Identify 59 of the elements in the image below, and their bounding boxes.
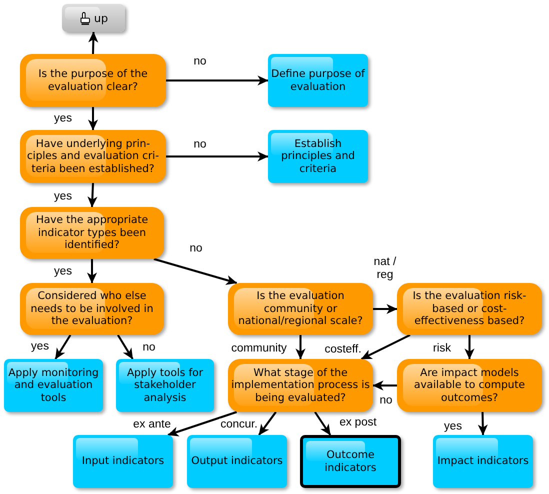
- arrow: [87, 182, 98, 208]
- arrow: [154, 258, 238, 285]
- question-text: Considered who else needs to be involved in the evaluation?: [30, 290, 154, 328]
- edge-label: ex ante: [132, 418, 172, 432]
- up-button: up: [62, 4, 125, 32]
- decision-box: [228, 359, 373, 412]
- decision-box: [228, 283, 373, 335]
- action-text: Outcome indicators: [324, 449, 378, 474]
- action-box: [116, 359, 214, 412]
- arrow: [87, 259, 97, 284]
- question-text: Have the appropriate indicator types been identified?: [34, 214, 150, 252]
- question-text: Is the evaluation community or national/regional scale?: [237, 290, 364, 328]
- question-text: Is the purpose of the evaluation clear?: [37, 68, 149, 93]
- action-text: Apply tools for stakeholder analysis: [126, 366, 204, 404]
- edge-label: yes: [53, 266, 73, 278]
- arrow: [373, 304, 398, 314]
- arrow: [166, 152, 268, 162]
- edge-label: community: [230, 342, 288, 356]
- edge-label: yes: [53, 190, 73, 204]
- arrow: [54, 334, 72, 360]
- decision-box: [397, 359, 542, 412]
- action-box: [73, 435, 173, 488]
- action-box: [268, 54, 368, 107]
- decision-box: [20, 283, 164, 335]
- arrow: [88, 32, 98, 54]
- action-box: [433, 435, 533, 488]
- arrow: [296, 335, 306, 360]
- arrow: [168, 411, 238, 436]
- action-box: [300, 435, 401, 488]
- action-text: Define purpose of evaluation: [271, 68, 365, 93]
- edge-label: ex post: [338, 416, 378, 430]
- arrow: [478, 412, 488, 436]
- arrow: [166, 76, 268, 86]
- edge-label: yes: [30, 340, 50, 354]
- edge-label: yes: [53, 112, 73, 126]
- decision-box: [20, 130, 166, 183]
- action-box: [187, 435, 287, 488]
- decision-box: [397, 283, 542, 335]
- question-text: Have underlying prin-ciples and evaluation cri-teria been established?: [26, 138, 160, 176]
- action-text: Output indicators: [191, 455, 283, 468]
- arrow: [88, 107, 98, 130]
- arrow: [360, 334, 410, 360]
- arrow: [117, 334, 134, 360]
- action-box: [4, 359, 103, 412]
- question-text: What stage of the implementation process is being evaluated?: [231, 366, 370, 404]
- action-text: Establish principles and criteria: [280, 138, 356, 176]
- decision-box: [20, 207, 164, 259]
- action-text: Input indicators: [82, 455, 164, 468]
- question-text: Is the evaluation risk-based or cost-effectiveness based?: [412, 290, 528, 328]
- action-box: [268, 130, 368, 183]
- action-text: Impact indicators: [437, 455, 529, 468]
- question-text: Are impact models available to compute outcomes?: [413, 366, 526, 404]
- arrow: [372, 380, 397, 390]
- decision-box: [20, 54, 166, 107]
- edge-label: yes: [443, 420, 463, 434]
- action-text: Apply monitoring and evaluation tools: [7, 366, 100, 404]
- arrow: [464, 335, 474, 360]
- arrow: [258, 411, 277, 436]
- arrow: [314, 411, 332, 436]
